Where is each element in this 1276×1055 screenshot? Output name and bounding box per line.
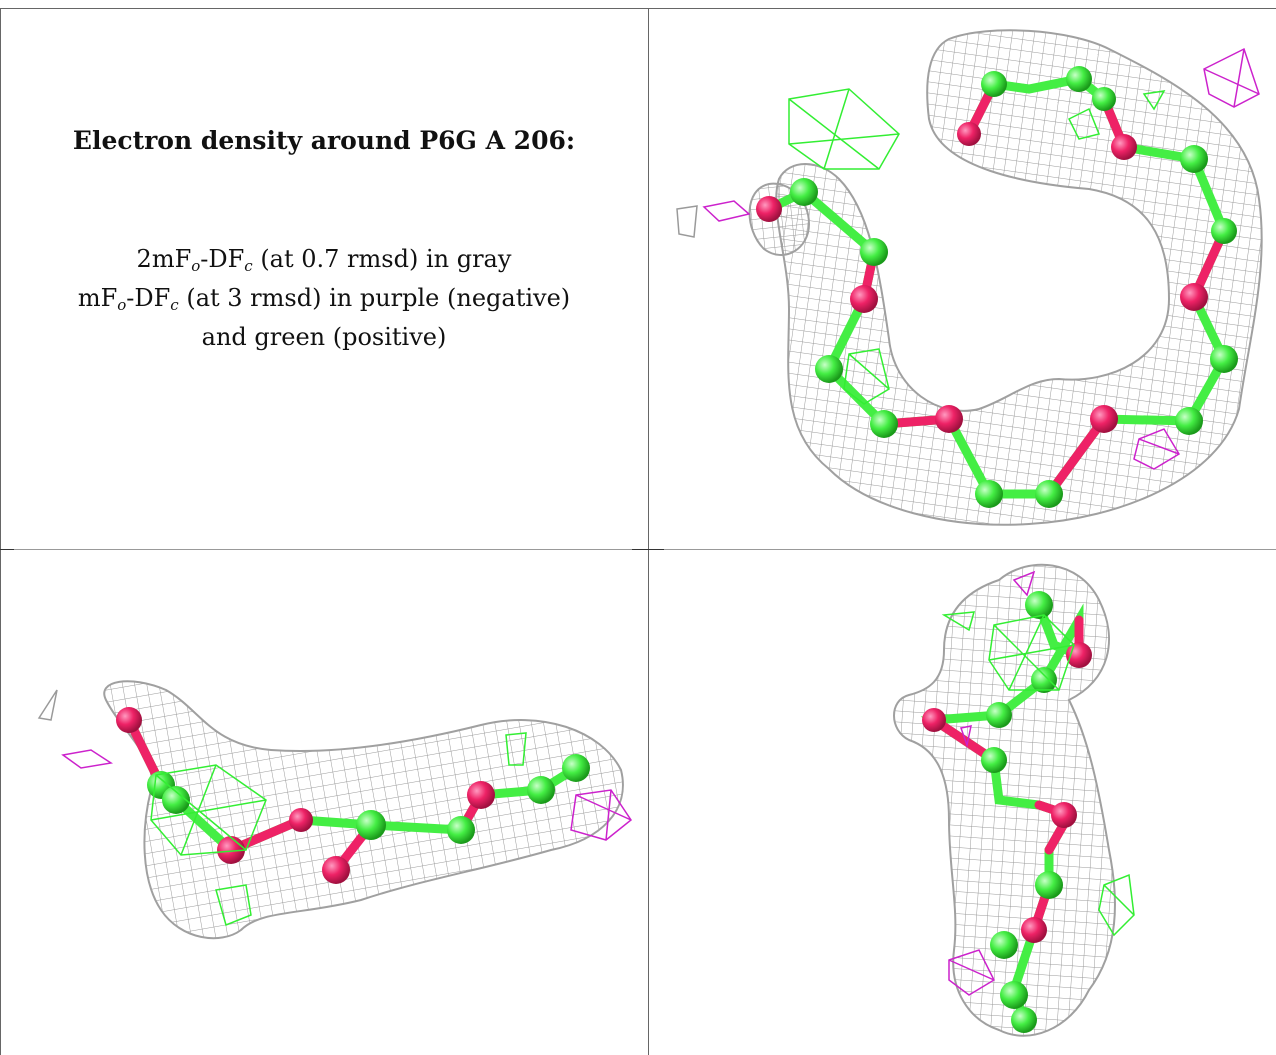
top-border [0,8,1276,9]
legend-line-1: 2mFo-DFc (at 0.7 rmsd) in gray [136,245,512,275]
center-divider [648,8,649,1055]
molecule-end-render [893,563,1135,1037]
figure-title: Electron density around P6G A 206: [72,126,576,155]
middle-tick-left [0,549,14,550]
density-legend: 2mFo-DFc (at 0.7 rmsd) in gray mFo-DFc (… [0,240,648,357]
molecule-ring-render [676,29,1263,526]
view-top [649,9,1276,549]
outer-left-border [0,8,1,1055]
middle-tick-center [632,549,664,550]
legend-line-3: and green (positive) [201,323,447,351]
view-side [1,550,648,1055]
molecule-side-render [37,680,633,940]
view-end [649,550,1276,1055]
legend-line-2: mFo-DFc (at 3 rmsd) in purple (negative) [77,284,571,314]
